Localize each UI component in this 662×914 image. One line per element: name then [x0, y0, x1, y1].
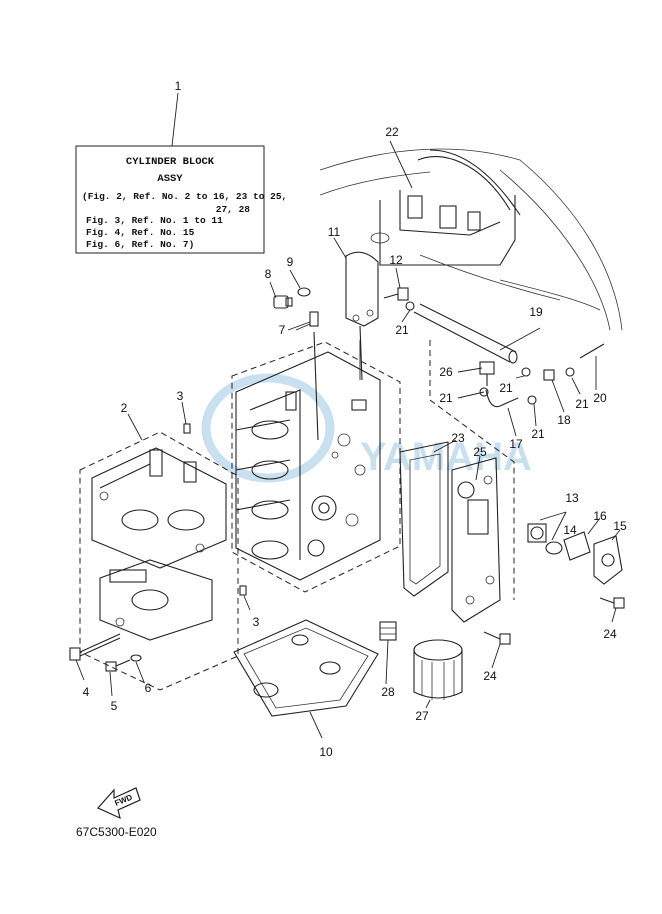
callout-3: 3: [253, 615, 260, 629]
callout-28: 28: [381, 685, 395, 699]
forward-arrow-icon: FWD: [97, 787, 141, 820]
callout-21: 21: [395, 323, 409, 337]
part-20-hose: [579, 343, 605, 359]
box-line-4: Fig. 4, Ref. No. 15: [86, 227, 195, 238]
cylinder-block-assy-label-box: CYLINDER BLOCK ASSY (Fig. 2, Ref. No. 2 …: [75, 145, 287, 254]
callout-23: 23: [451, 431, 465, 445]
part-9-washer: [297, 287, 311, 297]
part-14-gasket: [545, 541, 563, 555]
part-21-clamp: [479, 387, 489, 397]
callout-24: 24: [483, 669, 497, 683]
callout-26: 26: [439, 365, 453, 379]
part-11-bracket: [345, 251, 379, 327]
part-25-cover: [451, 457, 501, 623]
part-21-clamp: [527, 395, 537, 405]
callout-20: 20: [593, 391, 607, 405]
part-18-bolt: [543, 369, 555, 381]
callout-7: 7: [279, 323, 286, 337]
callout-5: 5: [111, 699, 118, 713]
part-16-gasket: [563, 531, 591, 561]
part-15-cover: [593, 535, 623, 585]
part-10-gasket: [233, 619, 379, 717]
engine-top-outline: [319, 148, 623, 331]
part-3-dowel-upper: [183, 423, 191, 434]
diagram-code: 67C5300-E020: [76, 825, 157, 839]
box-subtitle: ASSY: [157, 173, 183, 185]
svg-text:YAMAHA: YAMAHA: [360, 435, 532, 479]
part-24-bolt-right: [599, 597, 625, 609]
part-6-washer: [130, 654, 142, 662]
callout-1: 1: [175, 79, 182, 93]
watermark: YAMAHA: [201, 373, 532, 483]
part-24-bolt-lower: [483, 631, 511, 645]
callout-12: 12: [389, 253, 403, 267]
callout-18: 18: [557, 413, 571, 427]
part-19-hose: [413, 303, 518, 364]
callout-21: 21: [439, 391, 453, 405]
callout-9: 9: [287, 255, 294, 269]
callout-17: 17: [509, 437, 523, 451]
callout-6: 6: [145, 681, 152, 695]
part-23-gasket: [399, 441, 449, 597]
part-26-fitting: [479, 361, 495, 386]
leader-lines: [75, 140, 621, 739]
part-21-clamp: [521, 367, 531, 377]
callout-21: 21: [575, 397, 589, 411]
box-line-3: Fig. 3, Ref. No. 1 to 11: [86, 215, 223, 226]
callout-8: 8: [265, 267, 272, 281]
callout-16: 16: [593, 509, 607, 523]
box-title: CYLINDER BLOCK: [126, 156, 215, 168]
callout-22: 22: [385, 125, 399, 139]
callout-25: 25: [473, 445, 487, 459]
callout-4: 4: [83, 685, 90, 699]
callout-2: 2: [121, 401, 128, 415]
box-line-1: (Fig. 2, Ref. No. 2 to 16, 23 to 25,: [82, 191, 287, 202]
callout-21: 21: [531, 427, 545, 441]
callout-3: 3: [177, 389, 184, 403]
callout-15: 15: [613, 519, 627, 533]
callout-27: 27: [415, 709, 429, 723]
callout-13: 13: [565, 491, 579, 505]
callout-numbers: 1 2 3 3 4 5 6 7 8 9 10 11 12 13 14 15 16…: [83, 79, 627, 759]
part-7-fitting: [295, 311, 319, 331]
callout-21: 21: [499, 381, 513, 395]
part-21-clamp: [565, 367, 575, 377]
callout-19: 19: [529, 305, 543, 319]
water-jacket-group-outline: [429, 340, 515, 600]
box-line-5: Fig. 6, Ref. No. 7): [86, 239, 194, 250]
callout-14: 14: [563, 523, 577, 537]
callout-10: 10: [319, 745, 333, 759]
part-17-hose: [485, 389, 519, 408]
cylinder-block: [231, 325, 401, 593]
part-3-dowel-lower: [239, 585, 247, 596]
part-12-bolt: [383, 287, 409, 301]
part-13-thermostat: [527, 523, 547, 543]
part-21-clamp: [405, 301, 415, 311]
part-27-oil-filter: [413, 639, 463, 700]
part-28-spring: [379, 621, 397, 641]
callout-11: 11: [328, 225, 341, 239]
part-4-bolt: [69, 633, 121, 661]
part-5-bolt: [105, 659, 131, 672]
part-2-crankcase: [79, 431, 239, 691]
callout-24: 24: [603, 627, 617, 641]
box-line-2: 27, 28: [216, 204, 251, 215]
part-8-plug: [273, 295, 293, 309]
